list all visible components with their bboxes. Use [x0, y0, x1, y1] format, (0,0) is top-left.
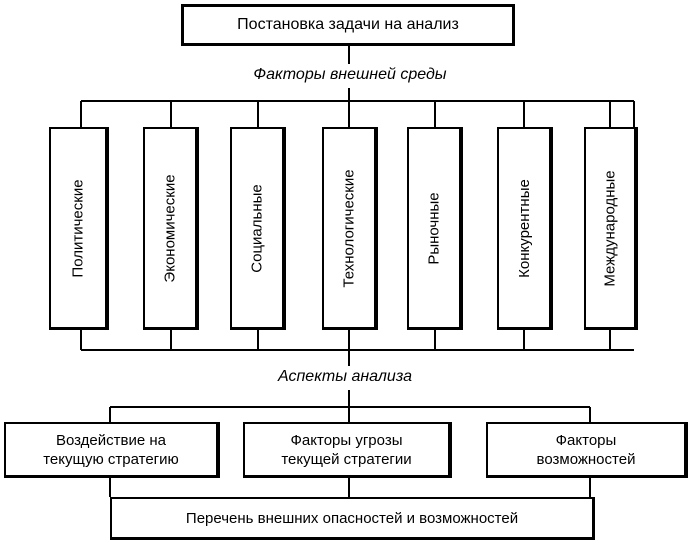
factor-label: Политические	[69, 178, 87, 278]
factor-box-economic: Экономические	[143, 127, 199, 330]
aspect-box-impact: Воздействие на текущую стратегию	[4, 422, 220, 478]
aspect-line: возможностей	[536, 450, 636, 468]
result-box: Перечень внешних опасностей и возможност…	[110, 497, 595, 540]
aspect-line: Воздействие на	[55, 431, 167, 449]
factor-label: Международные	[601, 169, 619, 287]
aspect-box-opportunities: Факторы возможностей	[486, 422, 688, 478]
factor-box-competitive: Конкурентные	[497, 127, 553, 330]
factor-label: Рыночные	[425, 191, 443, 265]
aspects-heading: Аспекты анализа	[278, 368, 412, 385]
task-definition-box: Постановка задачи на анализ	[181, 4, 515, 46]
factor-box-market: Рыночные	[407, 127, 463, 330]
aspect-line: текущей стратегии	[281, 450, 412, 468]
aspect-line: текущую стратегию	[43, 450, 179, 468]
aspect-line: Факторы	[555, 431, 617, 449]
factor-label: Экономические	[161, 173, 179, 283]
factor-box-social: Социальные	[230, 127, 286, 330]
factor-label: Технологические	[340, 168, 358, 288]
task-definition-label: Постановка задачи на анализ	[237, 16, 459, 33]
factor-box-political: Политические	[49, 127, 109, 330]
aspect-line: Факторы угрозы	[290, 431, 403, 449]
factor-label: Конкурентные	[515, 178, 533, 278]
factor-box-international: Международные	[584, 127, 638, 330]
result-label: Перечень внешних опасностей и возможност…	[185, 509, 519, 527]
factor-label: Социальные	[248, 183, 266, 273]
factors-heading: Факторы внешней среды	[253, 66, 447, 83]
aspect-box-threats: Факторы угрозы текущей стратегии	[243, 422, 452, 478]
factor-box-technological: Технологические	[322, 127, 378, 330]
